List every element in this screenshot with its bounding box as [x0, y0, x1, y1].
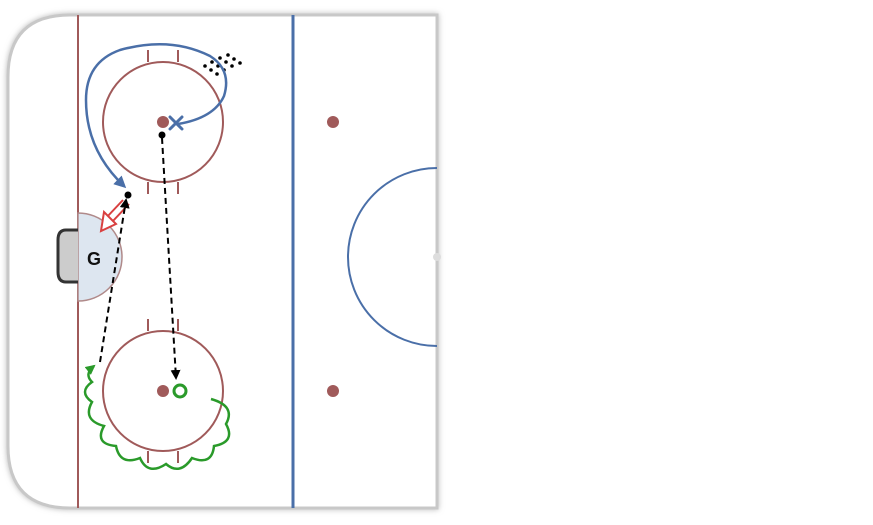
pass-line-bottom-to-crease — [99, 198, 130, 363]
pylon-icon — [203, 53, 242, 76]
rink-surface — [6, 13, 439, 510]
puck-icon — [158, 131, 166, 139]
center-circle — [347, 167, 438, 347]
goal-crease — [77, 212, 123, 302]
skate-path-blue — [84, 42, 228, 189]
goalie-icon: G — [87, 249, 101, 269]
player-x-icon — [168, 115, 184, 131]
puck-icon-crease — [124, 191, 132, 199]
neutral-faceoff-dot-bottom — [327, 385, 339, 397]
center-dot — [433, 253, 441, 261]
pass-line-top-to-bottom — [161, 137, 181, 380]
faceoff-dot-bottom — [157, 385, 169, 397]
player-o-icon — [172, 383, 188, 399]
skate-path-green — [83, 364, 231, 471]
faceoff-circle-top — [102, 50, 224, 194]
faceoff-circle-bottom — [102, 319, 224, 463]
neutral-faceoff-dot-top — [327, 116, 339, 128]
svg-text:G: G — [87, 249, 101, 269]
goal-net — [56, 228, 78, 284]
faceoff-dot-top — [157, 116, 169, 128]
